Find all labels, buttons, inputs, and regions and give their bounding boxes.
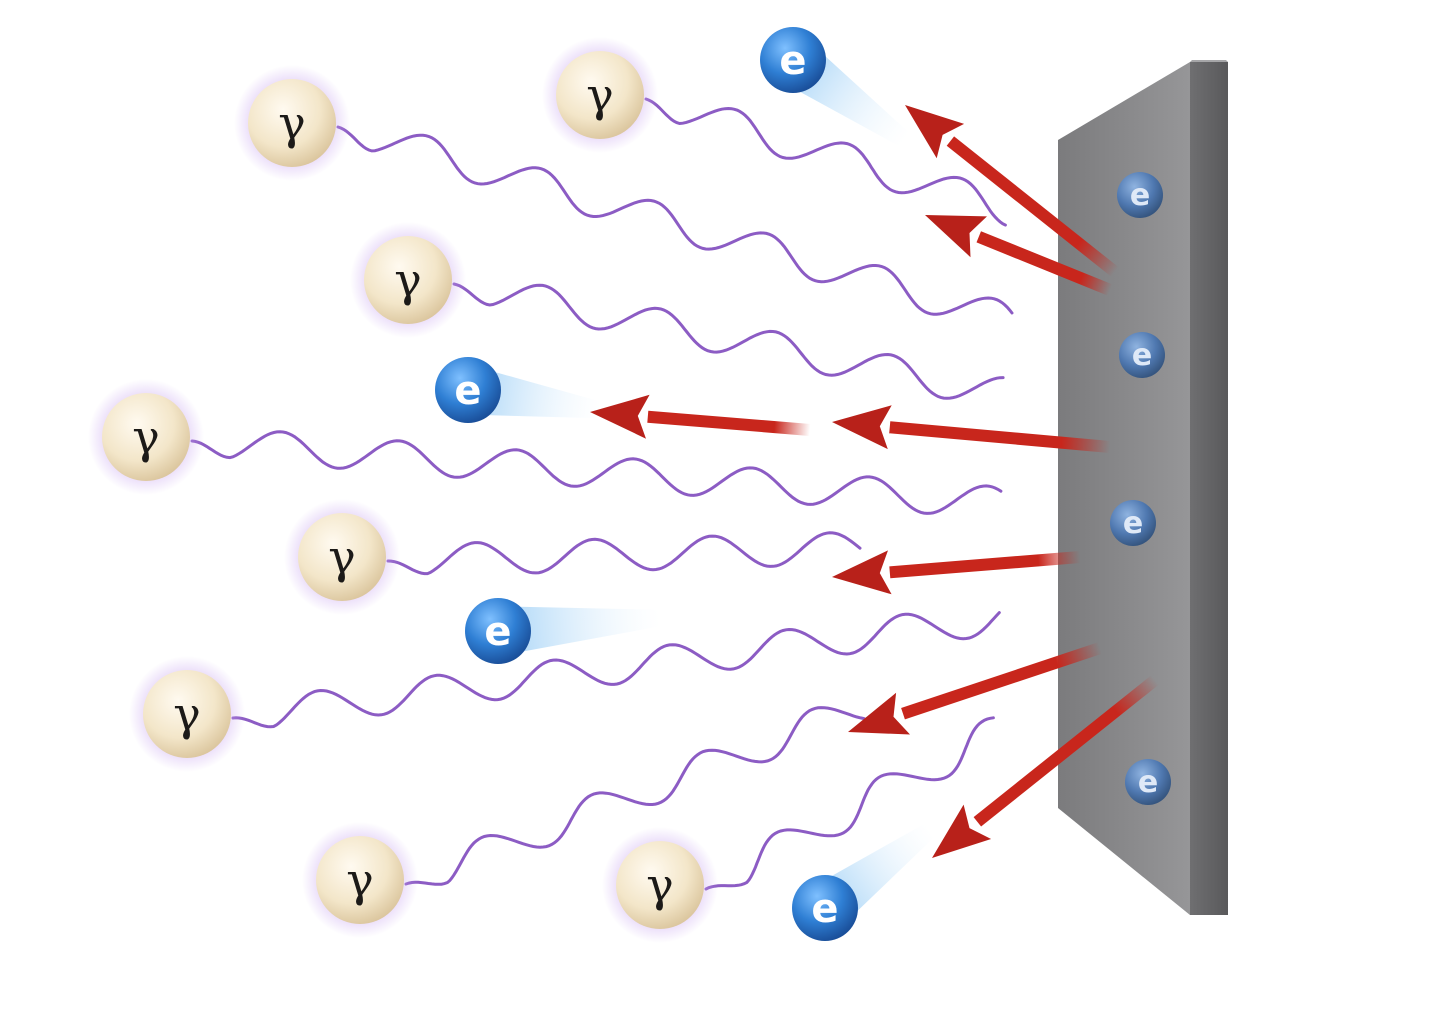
photon: γ: [602, 827, 718, 943]
bound-electron-label: e: [1130, 178, 1150, 213]
photon-ball: [143, 670, 231, 758]
arrow-head: [932, 804, 992, 858]
ejection-arrow: [832, 550, 1081, 595]
photon-ball: [298, 513, 386, 601]
electron-label: e: [454, 368, 481, 414]
bound-electron-ball: [1125, 759, 1171, 805]
photon: γ: [350, 222, 466, 338]
bound-electron: e: [1119, 332, 1165, 378]
photon-label: γ: [346, 853, 374, 907]
arrow-head: [832, 550, 892, 595]
ejected-electron: e: [792, 875, 858, 941]
photons: γ γ γ γ γ γ γ γ: [88, 37, 718, 943]
electron-label: e: [811, 886, 838, 932]
ejection-arrow: [848, 642, 1102, 735]
photon-ball: [556, 51, 644, 139]
photon-label: γ: [646, 858, 674, 912]
ejected-electron: e: [435, 357, 501, 423]
bound-electron: e: [1125, 759, 1171, 805]
ejected-electron: e: [465, 598, 531, 664]
bound-electron-ball: [1119, 332, 1165, 378]
arrow-head: [590, 394, 650, 439]
photon-label: γ: [394, 253, 422, 307]
photon-wave: [336, 125, 1014, 316]
arrow-shaft: [889, 421, 1111, 453]
photon: γ: [284, 499, 400, 615]
arrow-shaft: [647, 410, 811, 436]
photon-wave: [704, 716, 995, 891]
arrow-head: [925, 215, 987, 258]
photon-label: γ: [278, 96, 306, 150]
photon-wave: [452, 282, 1005, 400]
photon-wave: [190, 430, 1003, 515]
bound-electron-ball: [1110, 500, 1156, 546]
metal-plate: [1058, 60, 1228, 915]
arrow-shaft: [946, 136, 1119, 277]
photon-wave: [404, 706, 866, 886]
photon-label: γ: [173, 687, 201, 741]
ejection-arrow: [932, 675, 1159, 858]
bound-electrons: e e e e: [1110, 172, 1171, 805]
arrow-head: [848, 692, 910, 735]
photon-ball: [616, 841, 704, 929]
photon-wave: [231, 611, 1001, 729]
bound-electron-label: e: [1132, 338, 1152, 373]
photon-label: γ: [328, 530, 356, 584]
photon: γ: [542, 37, 658, 153]
electron-ball: [435, 357, 501, 423]
arrow-shaft: [973, 675, 1159, 827]
photon-ball: [102, 393, 190, 481]
photon: γ: [129, 656, 245, 772]
photon: γ: [302, 822, 418, 938]
bound-electron-label: e: [1138, 765, 1158, 800]
photon: γ: [88, 379, 204, 495]
electron-ball: [792, 875, 858, 941]
arrow-head: [905, 105, 965, 159]
arrow-shaft: [901, 642, 1102, 720]
arrow-shaft: [976, 231, 1113, 296]
arrow-head: [832, 405, 892, 450]
photon-label: γ: [586, 68, 614, 122]
ejection-arrows: [590, 105, 1159, 858]
electron-ball: [465, 598, 531, 664]
electron-ball: [760, 27, 826, 93]
photon-ball: [316, 836, 404, 924]
ejected-electron: e: [760, 27, 826, 93]
ejection-arrow: [832, 405, 1111, 453]
ejection-arrow: [590, 394, 811, 439]
ejection-arrow: [905, 105, 1119, 277]
photon-wave: [386, 531, 862, 576]
plate-front-face: [1058, 62, 1190, 915]
electron-trail: [496, 606, 661, 656]
bound-electron: e: [1117, 172, 1163, 218]
photon: γ: [234, 65, 350, 181]
plate-side-face: [1190, 62, 1228, 915]
bound-electron-ball: [1117, 172, 1163, 218]
arrow-shaft: [889, 551, 1081, 579]
bound-electron-label: e: [1123, 506, 1143, 541]
electron-label: e: [779, 38, 806, 84]
photon-ball: [248, 79, 336, 167]
ejected-electrons: e e e e: [435, 27, 858, 941]
plate-top-edge: [1190, 60, 1228, 62]
bound-electron: e: [1110, 500, 1156, 546]
electron-label: e: [484, 609, 511, 655]
photon-label: γ: [132, 410, 160, 464]
photon-wave: [644, 97, 1007, 227]
photon-waves: [190, 97, 1014, 891]
photon-ball: [364, 236, 452, 324]
ejection-arrow: [925, 215, 1113, 296]
